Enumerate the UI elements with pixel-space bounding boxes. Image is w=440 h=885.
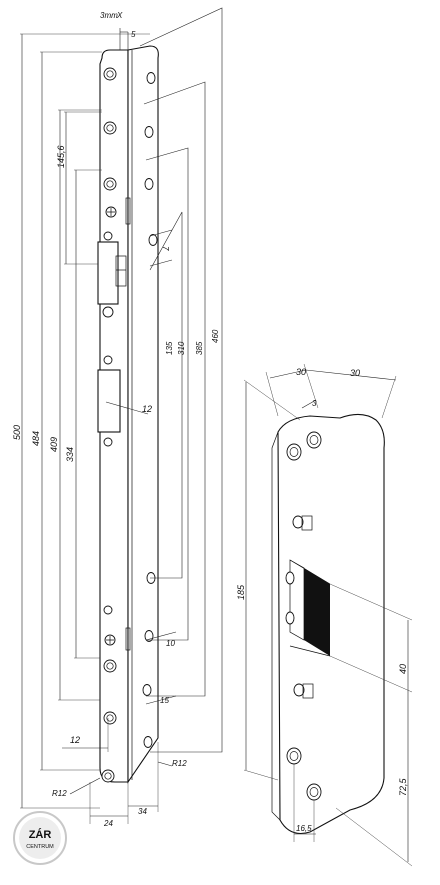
flange-hole [148, 234, 158, 246]
front-hole-inner [106, 70, 114, 78]
dim-30-left-label: 30 [296, 367, 306, 377]
h40-ext-top [329, 583, 413, 621]
h72-ext-bottom [335, 807, 413, 867]
dim-24-label: 24 [103, 819, 113, 828]
left-dim-ladder [20, 33, 150, 809]
flange-hole [143, 736, 153, 748]
dim-72-label: 72,5 [398, 777, 408, 796]
dim-16-label: 16,5 [296, 824, 312, 833]
side-flange-outline [127, 45, 159, 784]
dim-385-label: 385 [195, 341, 204, 355]
dim-185-label: 185 [236, 584, 246, 600]
right-dim-frames [139, 7, 223, 753]
dim-40-label: 40 [398, 664, 408, 674]
dim-3mm-label: 3mm [100, 11, 118, 20]
front-hole-small [103, 231, 113, 241]
plate-outline [277, 413, 385, 835]
flange-tab-lower [125, 627, 131, 651]
latch-slot-shadow [304, 568, 330, 656]
dim-409-label: 409 [49, 437, 59, 452]
dim-135-label: 135 [165, 341, 174, 355]
logo-line2: CENTRUM [26, 844, 54, 850]
logo-badge-icon: ZÁR CENTRUM [13, 811, 67, 865]
front-hole-small [103, 355, 113, 365]
front-hole-inner [106, 124, 114, 132]
dim-145-label: 145,6 [56, 145, 66, 168]
flange-hole [142, 684, 152, 696]
screw-cross-icon [106, 636, 114, 644]
dim-15-label: 15 [160, 696, 169, 705]
front-hole-small [103, 437, 113, 447]
dim-x-label: X [116, 11, 123, 20]
logo-line1: ZÁR [29, 828, 52, 841]
w30-ext-left [265, 371, 279, 417]
flange-hole [146, 72, 156, 84]
flange-tab-upper [125, 197, 131, 225]
flange-holes [142, 72, 158, 748]
r12-side-leader [157, 761, 173, 767]
strike-plate: 30 30 3 185 40 72,5 16,5 [236, 363, 413, 867]
dim-12-window-label: 12 [142, 404, 152, 414]
r12-bottom-label: R12 [52, 789, 67, 798]
h40-ext-bottom [329, 655, 413, 693]
w30-left-line [269, 369, 307, 379]
dim-12-bottom-label: 12 [70, 735, 80, 745]
h185-ext-top [243, 379, 301, 421]
lower-latch-window [97, 369, 121, 433]
dim-10-label: 10 [166, 639, 175, 648]
r12-leader [69, 777, 101, 795]
dim-334-label: 334 [65, 447, 75, 462]
flange-hole [144, 178, 154, 190]
w30-ext-mid [303, 363, 319, 409]
front-plate-holes [101, 67, 117, 783]
dim-3-line [301, 399, 317, 409]
dim-460-label: 460 [211, 329, 220, 343]
dim-34-label: 34 [138, 807, 147, 816]
upper-latch-window [97, 241, 119, 305]
screw-cross-icon [107, 208, 115, 216]
dim-3-label: 3 [312, 399, 317, 408]
dim-5-label: 5 [131, 30, 136, 39]
front-hole-inner [104, 772, 112, 780]
w30-right-line [305, 369, 397, 381]
dim-484-label: 484 [31, 431, 41, 446]
front-hole-inner [106, 180, 114, 188]
zarcentrum-logo: ZÁR CENTRUM [12, 810, 68, 866]
upper-latch-bolt [115, 255, 127, 287]
front-hole-small [103, 605, 113, 615]
front-hole-inner [106, 714, 114, 722]
dim-7-label: 7 [161, 246, 170, 251]
front-hole-inner [106, 662, 114, 670]
dim-500-label: 500 [12, 425, 22, 440]
dim-30-right-label: 30 [350, 368, 360, 378]
latch-slot-edge [289, 559, 331, 585]
dim-12-window-line [105, 401, 149, 415]
strike-strip: 3mm X 5 500 484 409 334 145,6 12 [12, 7, 223, 828]
r12-side-label: R12 [172, 759, 187, 768]
flange-hole [144, 126, 154, 138]
dim-7-line-a [149, 229, 173, 237]
dim-7-line-b [149, 259, 173, 267]
front-hole [102, 306, 114, 318]
plate-holes [285, 431, 322, 801]
latch-slot-bottom-edge [289, 645, 331, 657]
plate-side-edge [271, 431, 281, 821]
h185-ext-bottom [243, 769, 279, 781]
dim-310-label: 310 [177, 341, 186, 355]
w30-ext-right [381, 375, 397, 419]
